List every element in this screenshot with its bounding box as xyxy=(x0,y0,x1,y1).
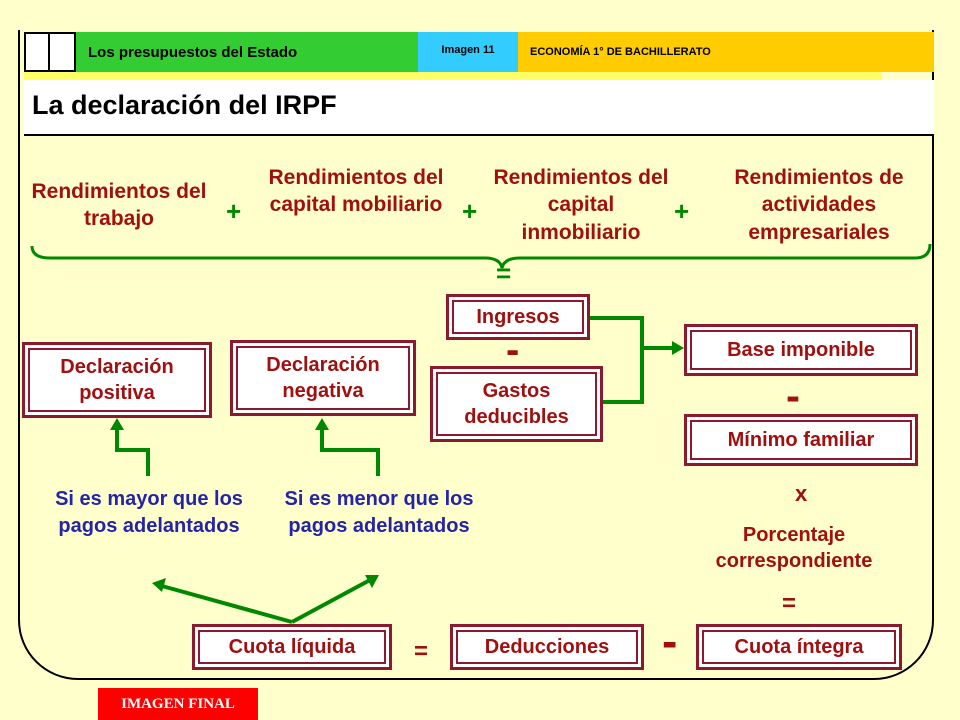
imagen-final-badge: IMAGEN FINAL xyxy=(98,688,258,720)
box-deducciones: Deducciones xyxy=(450,624,644,670)
header-subject: ECONOMÍA 1° DE BACHILLERATO xyxy=(518,32,934,72)
box-minimo-familiar: Mínimo familiar xyxy=(684,414,918,466)
box-declaracion-positiva: Declaración positiva xyxy=(22,342,212,418)
text-si-es-menor: Si es menor que los pagos adelantados xyxy=(284,488,474,537)
menor-arrow xyxy=(320,428,380,476)
plus-operator-1: + xyxy=(226,196,242,226)
header-topic: Los presupuestos del Estado xyxy=(76,32,418,72)
times-operator: x xyxy=(795,481,808,506)
text-si-es-mayor: Si es mayor que los pagos adelantados xyxy=(55,488,243,537)
slide-frame xyxy=(18,30,934,680)
ingresos-connector xyxy=(590,316,644,348)
income-brace xyxy=(30,243,932,269)
minus-operator-minimo: - xyxy=(786,372,800,419)
income-capital-inmobiliario: Rendimientos del capital inmobiliario xyxy=(493,166,669,244)
header-underline xyxy=(24,72,882,80)
minus-operator-deducciones: - xyxy=(662,615,678,667)
liquida-right-head xyxy=(365,575,379,588)
box-base-imponible: Base imponible xyxy=(684,324,918,376)
income-actividades-empresariales: Rendimientos de actividades empresariale… xyxy=(734,166,904,244)
header-blank-divider xyxy=(48,32,76,72)
liquida-right-arrow xyxy=(291,578,371,624)
mayor-arrow xyxy=(115,428,150,476)
gastos-connector xyxy=(603,348,644,404)
liquida-left-arrow xyxy=(161,584,293,624)
minus-operator-gastos: - xyxy=(506,328,520,372)
plus-operator-2: + xyxy=(462,196,478,226)
box-gastos-deducibles: Gastos deducibles xyxy=(430,366,603,442)
equals-operator-income: = xyxy=(496,258,512,288)
box-declaracion-negativa: Declaración negativa xyxy=(230,340,416,416)
box-cuota-liquida: Cuota líquida xyxy=(192,624,392,670)
box-ingresos: Ingresos xyxy=(446,294,590,340)
header-blank-cell xyxy=(24,32,76,72)
porcentaje-correspondiente: Porcentaje correspondiente xyxy=(715,524,873,572)
liquida-left-head xyxy=(152,578,166,592)
income-capital-mobiliario: Rendimientos del capital mobiliario xyxy=(268,166,444,217)
page-title: La declaración del IRPF xyxy=(32,90,337,120)
menor-arrow-head xyxy=(315,418,329,430)
base-arrow-head xyxy=(672,341,684,355)
equals-operator-liquida: = xyxy=(414,638,429,665)
income-trabajo: Rendimientos del trabajo xyxy=(31,180,207,231)
mayor-arrow-head xyxy=(110,418,124,430)
plus-operator-3: + xyxy=(674,196,690,226)
title-box xyxy=(24,80,934,136)
equals-operator-integra: = xyxy=(782,590,797,617)
box-cuota-integra: Cuota íntegra xyxy=(696,624,902,670)
header-image-label: Imagen 11 xyxy=(418,32,518,72)
